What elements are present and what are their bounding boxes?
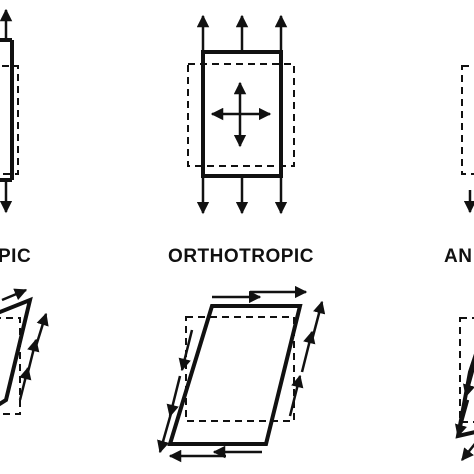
right-shear-undeformed-outline: [459, 317, 474, 423]
label-right: AN: [444, 246, 472, 267]
left-undeformed-outline: [0, 65, 19, 175]
right-undeformed-outline: [461, 65, 474, 175]
principal-direction-cross: [210, 81, 272, 148]
label-left: PIC: [0, 246, 31, 267]
left-tension-panel: [0, 8, 19, 214]
orthotropic-undeformed-outline: [187, 63, 295, 167]
left-shear-undeformed-outline: [0, 317, 21, 415]
left-shear-deformed-shape: [0, 296, 33, 407]
label-orthotropic: ORTHOTROPIC: [168, 246, 314, 267]
right-shear-panel: [454, 317, 474, 461]
right-tension-panel: [461, 65, 474, 214]
orthotropic-tension-panel: [187, 14, 295, 215]
left-shear-panel: [0, 288, 49, 415]
orthotropic-shear-panel: [157, 285, 326, 463]
orthotropic-shear-deformed-rhombus: [167, 304, 303, 446]
